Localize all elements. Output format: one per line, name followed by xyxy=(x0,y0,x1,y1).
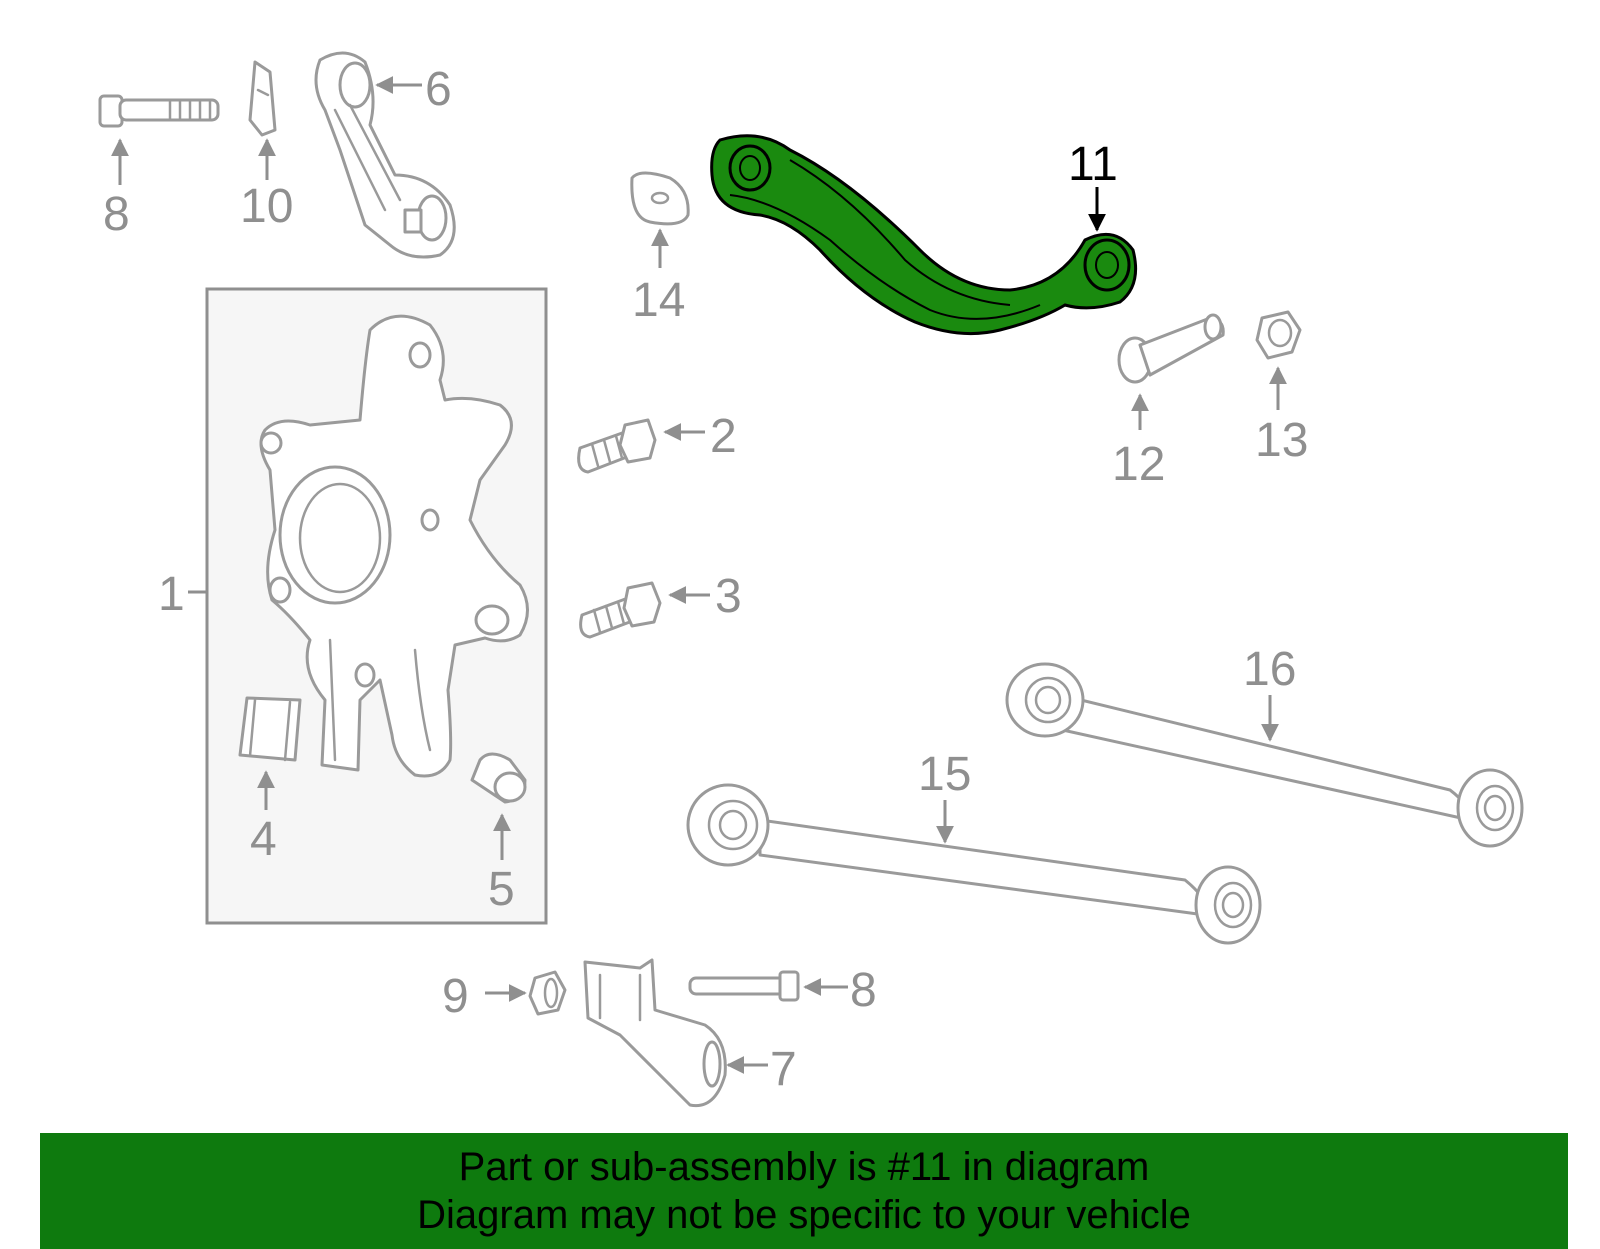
banner-line-2: Diagram may not be specific to your vehi… xyxy=(417,1193,1191,1237)
callout-12: 12 xyxy=(1112,438,1165,491)
callout-1: 1 xyxy=(158,568,185,621)
part-7-bracket[interactable]: 7 xyxy=(583,958,797,1108)
part-11-upper-control-arm[interactable]: 11 xyxy=(710,134,1138,336)
callout-2: 2 xyxy=(710,410,737,463)
callout-5: 5 xyxy=(488,863,515,916)
part-13-nut[interactable]: 13 xyxy=(1255,310,1308,467)
part-3-bolt[interactable]: 3 xyxy=(579,570,742,639)
part-10-shim[interactable]: 10 xyxy=(240,60,293,233)
callout-9: 9 xyxy=(442,970,469,1023)
part-14-pad[interactable]: 14 xyxy=(630,171,690,327)
part-8-bolt-bottom[interactable]: 8 xyxy=(688,964,877,1017)
part-2-bolt[interactable]: 2 xyxy=(577,410,737,474)
callout-8-bottom: 8 xyxy=(850,964,877,1017)
part-5-bushing[interactable]: 5 xyxy=(470,752,527,916)
callout-3: 3 xyxy=(715,570,742,623)
part-4-bushing[interactable]: 4 xyxy=(238,696,302,866)
callout-6: 6 xyxy=(425,63,452,116)
part-12-bolt[interactable]: 12 xyxy=(1112,313,1225,491)
banner-line-1: Part or sub-assembly is #11 in diagram xyxy=(458,1145,1150,1189)
callout-16: 16 xyxy=(1243,643,1296,696)
part-8-bolt-top[interactable]: 8 xyxy=(98,94,220,241)
callout-15: 15 xyxy=(918,748,971,801)
callout-11: 11 xyxy=(1068,138,1118,191)
callout-13: 13 xyxy=(1255,414,1308,467)
part-9-nut[interactable]: 9 xyxy=(442,970,567,1023)
info-banner: Part or sub-assembly is #11 in diagram D… xyxy=(40,1133,1568,1249)
callout-10: 10 xyxy=(240,180,293,233)
part-1-knuckle[interactable] xyxy=(259,314,529,778)
part-16-lateral-link[interactable]: 16 xyxy=(1005,643,1524,848)
callout-14: 14 xyxy=(632,274,685,327)
callout-8-top: 8 xyxy=(103,188,130,241)
callout-7: 7 xyxy=(770,1043,797,1096)
part-15-lateral-link[interactable]: 15 xyxy=(686,748,1262,945)
part-6-arm[interactable]: 6 xyxy=(314,51,456,259)
callout-4: 4 xyxy=(250,813,277,866)
